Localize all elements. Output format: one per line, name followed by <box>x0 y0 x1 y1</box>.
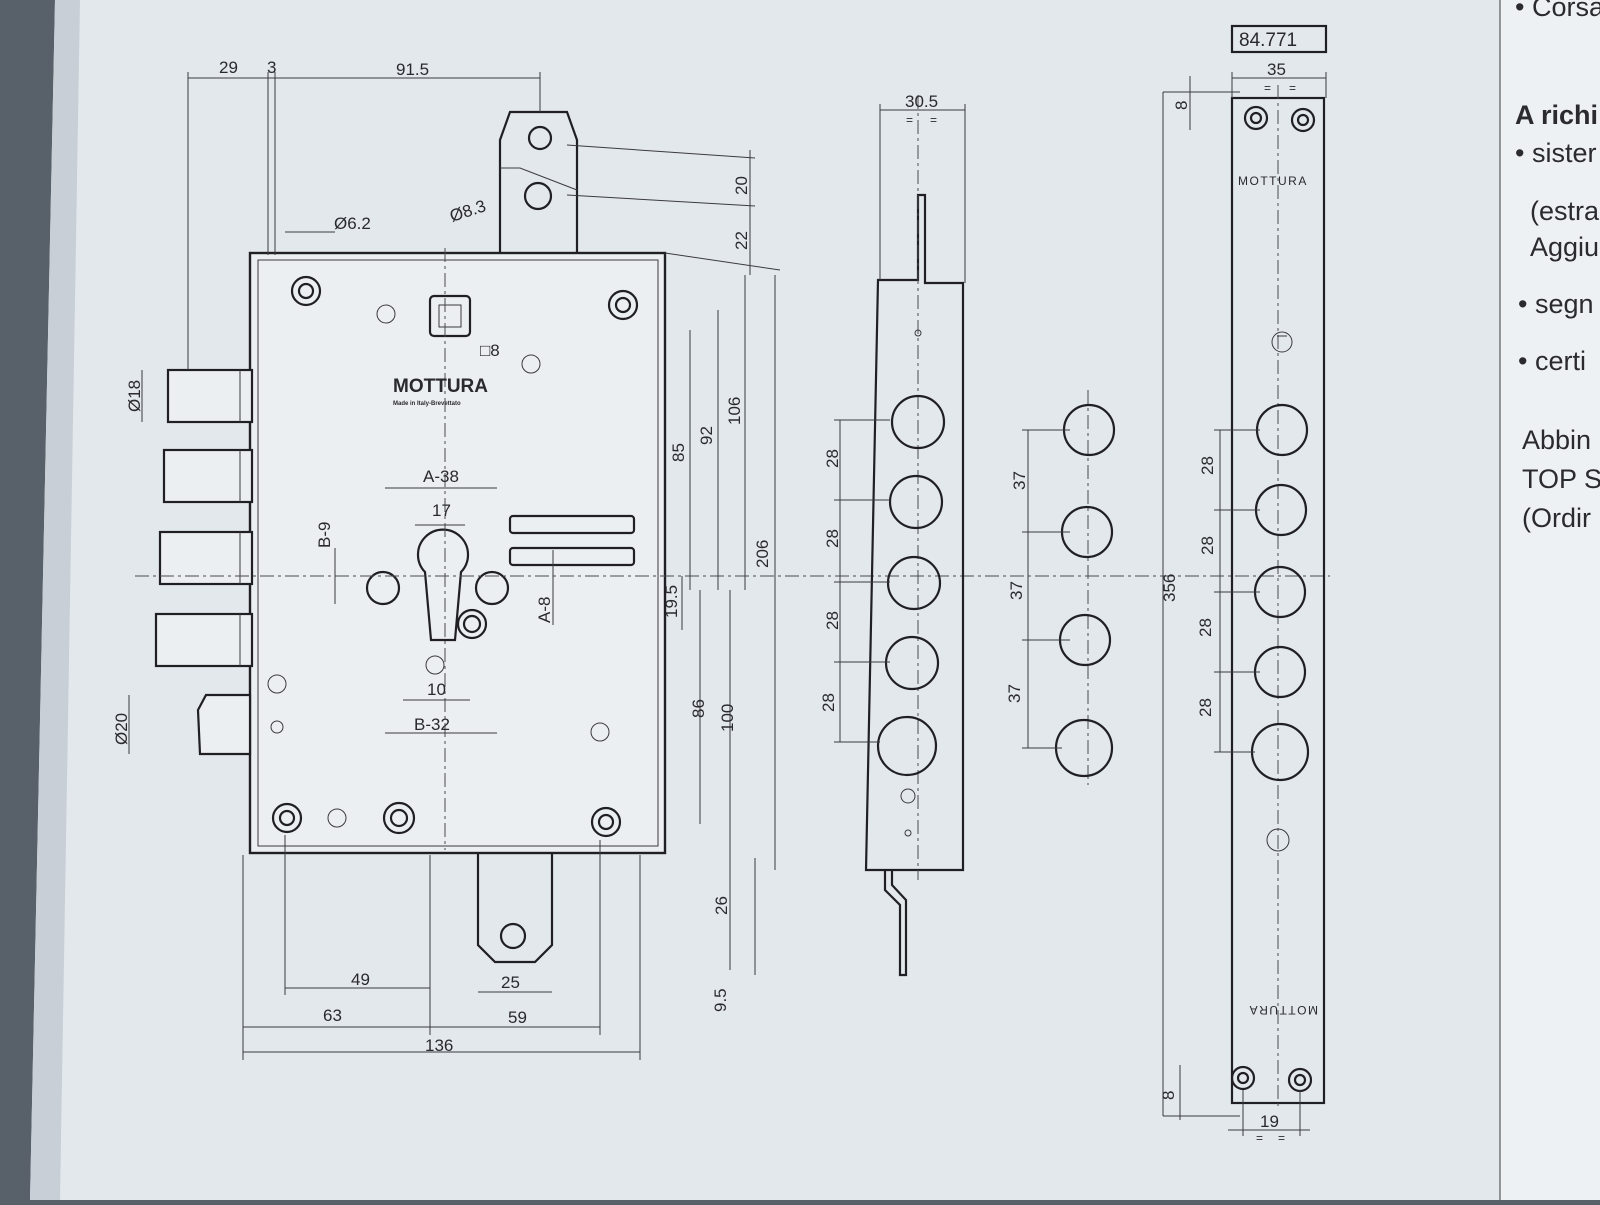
sidebar-line-5: Aggiu <box>1530 232 1599 262</box>
side-bolt-bar <box>864 95 965 977</box>
dim-59: 59 <box>508 1008 527 1027</box>
dim-b-9: B-9 <box>315 522 334 548</box>
ref-code-box <box>1230 24 1328 54</box>
brand-small-label: Made in Italy-Brevettato <box>393 401 461 407</box>
dim-bar-28-b: 28 <box>823 529 842 548</box>
dim-bar-28-c: 28 <box>823 611 842 630</box>
dim-bar-28-d: 28 <box>819 693 838 712</box>
dim-plate-28-c: 28 <box>1196 618 1215 637</box>
dim-35: 35 <box>1267 60 1286 79</box>
brand-main-label: MOTTURA <box>393 376 488 397</box>
lock-body <box>135 110 1330 964</box>
plate-top-brand: MOTTURA <box>1238 174 1308 188</box>
dim-10: 10 <box>427 680 446 699</box>
sidebar-line-4: (estra <box>1530 196 1600 226</box>
dim-a-38: A-38 <box>423 467 459 486</box>
sidebar-line-9: TOP S <box>1522 464 1600 494</box>
plate-bottom-brand: MOTTURA <box>1248 1003 1318 1017</box>
sidebar-line-7: • certi <box>1518 346 1586 376</box>
dim-9-5: 9.5 <box>711 988 730 1012</box>
sidebar-line-1: • Corsa <box>1515 0 1600 22</box>
dim-85: 85 <box>669 443 688 462</box>
dim-plate-28-a: 28 <box>1198 456 1217 475</box>
eq-mark-d: = <box>1289 81 1296 95</box>
dim-19: 19 <box>1260 1112 1279 1131</box>
sidebar-line-3: • sister <box>1515 138 1596 168</box>
dim-106: 106 <box>725 397 744 425</box>
eq-mark-f: = <box>1278 1131 1285 1145</box>
dim-25: 25 <box>501 973 520 992</box>
dim-86: 86 <box>689 699 708 718</box>
dim-26: 26 <box>712 896 731 915</box>
sidebar-line-10: (Ordir <box>1522 503 1591 533</box>
ref-code-label: 84.771 <box>1239 30 1297 51</box>
dim-37-c: 37 <box>1005 684 1024 703</box>
sidebar-text: • Corsa A richi • sister (estra Aggiu • … <box>1515 0 1600 533</box>
dim-dia-20: Ø20 <box>112 713 131 745</box>
sidebar-line-2: A richi <box>1515 100 1598 130</box>
sidebar-line-6: • segn <box>1518 289 1594 319</box>
dim-22: 22 <box>732 231 751 250</box>
dim-plate-28-d: 28 <box>1196 698 1215 717</box>
dim-8-top: 8 <box>1172 101 1191 110</box>
sidebar-line-8: Abbin <box>1522 425 1591 455</box>
dim-17: 17 <box>432 501 451 520</box>
eq-mark-b: = <box>930 113 937 127</box>
lock-dimension-lines <box>128 72 781 1060</box>
eq-mark-e: = <box>1256 1131 1263 1145</box>
dim-206: 206 <box>753 540 772 568</box>
dim-29: 29 <box>219 58 238 77</box>
dim-37-a: 37 <box>1010 471 1029 490</box>
dim-dia-18: Ø18 <box>125 380 144 412</box>
dim-136: 136 <box>425 1036 453 1055</box>
dim-b-32: B-32 <box>414 715 450 734</box>
dim-92: 92 <box>697 426 716 445</box>
dim-30-5: 30.5 <box>905 92 938 111</box>
dim-19-5: 19.5 <box>662 585 681 618</box>
dim-bar-28-a: 28 <box>823 449 842 468</box>
dim-8-bottom: 8 <box>1159 1091 1178 1100</box>
eq-mark-a: = <box>906 113 913 127</box>
dim-49: 49 <box>351 970 370 989</box>
dim-63: 63 <box>323 1006 342 1025</box>
dim-100: 100 <box>718 704 737 732</box>
dim-37-b: 37 <box>1007 581 1026 600</box>
dim-dia-6-2: Ø6.2 <box>334 214 371 233</box>
dim-91-5: 91.5 <box>396 60 429 79</box>
dim-a-8: A-8 <box>535 597 554 623</box>
eq-mark-c: = <box>1264 81 1271 95</box>
dim-356: 356 <box>1160 574 1179 602</box>
dim-plate-28-b: 28 <box>1198 536 1217 555</box>
dim-3: 3 <box>267 58 276 77</box>
dim-20: 20 <box>732 176 751 195</box>
dim-square-8: □8 <box>480 341 500 360</box>
bolt-pattern <box>1022 390 1116 785</box>
